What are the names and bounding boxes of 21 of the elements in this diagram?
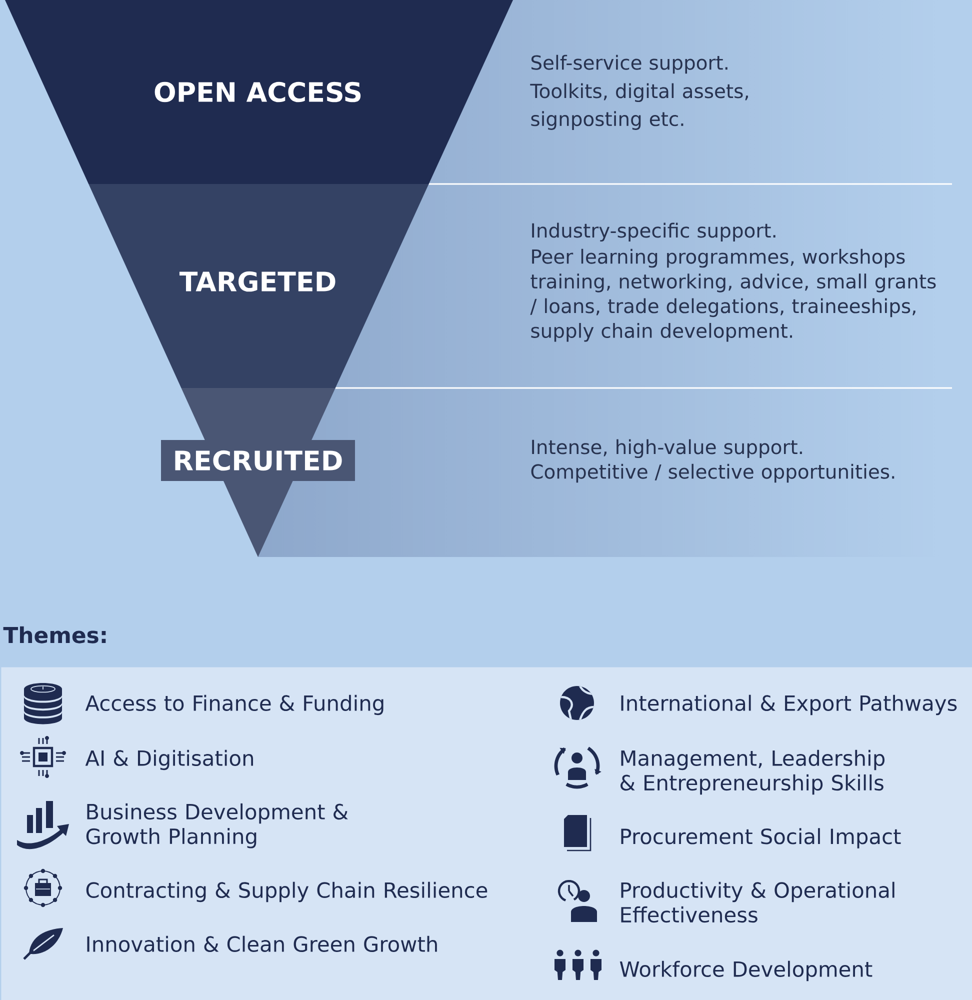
label-box: RECRUITED (161, 440, 355, 481)
funnel-band: OPEN ACCESS (5, 0, 513, 184)
description-text: Peer learning programmes, workshops training, networking, advice, small grants / loans, trade delegations, traineeships, supply chain development. (530, 248, 936, 342)
description-text: Industry-specific support. (532, 222, 776, 242)
description-text: Competitive / selective opportunities. (531, 464, 894, 483)
theme-label: Innovation & Clean Green Growth (87, 936, 437, 952)
funnel-band: TARGETED (88, 184, 429, 388)
description-text: Self-service support. (531, 54, 728, 74)
heading: Themes: (3, 626, 106, 644)
theme-label: AI & Digitisation (85, 750, 253, 770)
theme-label: Business Development & Growth Planning (86, 803, 348, 848)
theme-label: Procurement Social Impact (621, 828, 901, 848)
theme-label: Contracting & Supply Chain Resilience (86, 882, 488, 902)
description-text: Intense, high-value support. (532, 439, 802, 458)
description-text: Toolkits, digital assets, signposting etc. (530, 83, 748, 130)
theme-label: Access to Finance & Funding (85, 694, 384, 716)
theme-label: Management, Leadership & Entrepreneurship Skills (620, 750, 884, 795)
funnel-band (161, 388, 355, 557)
theme-label: Productivity & Operational Effectiveness (621, 882, 894, 923)
theme-label: International & Export Pathways (621, 694, 957, 716)
theme-label: Workforce Development (620, 960, 872, 982)
